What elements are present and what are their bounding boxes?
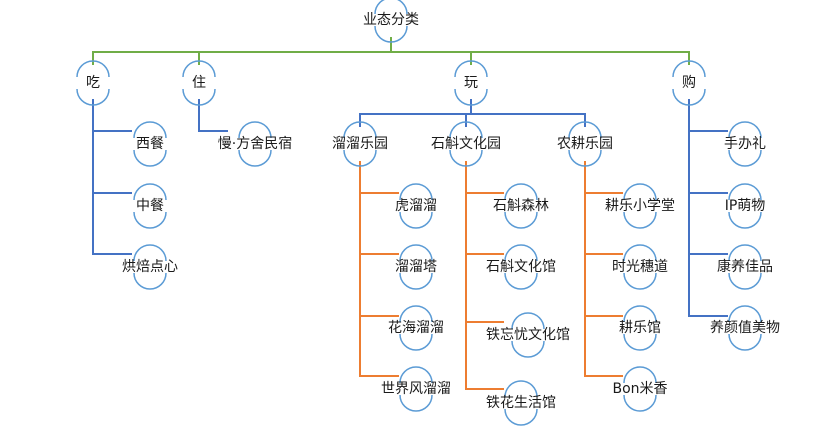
- node-liuliu-3: 花海溜溜: [388, 320, 444, 336]
- stay-child-0-arc-bottom: [238, 149, 272, 167]
- farm-leaf-3-arc-bottom: [623, 394, 657, 412]
- shop-child-3-arc-top: [728, 305, 762, 323]
- connector-lines: [92, 37, 728, 390]
- cat-0-arc-top: [76, 60, 110, 78]
- play-child-1-arc-top: [449, 121, 483, 139]
- shop-child-0-arc-bottom: [728, 149, 762, 167]
- node-shihu-3: 铁忘忧文化馆: [486, 327, 570, 343]
- liuliu-leaf-2-arc-top: [399, 305, 433, 323]
- node-play-farm-park: 农耕乐园: [557, 136, 613, 152]
- node-farm-1: 耕乐小学堂: [605, 198, 675, 214]
- shihu-leaf-0-arc-bottom: [504, 211, 538, 229]
- node-cat-shop: 购: [682, 75, 696, 91]
- liuliu-leaf-3-arc-bottom: [399, 394, 433, 412]
- play-child-2-arc-top: [568, 121, 602, 139]
- cat-3-arc-bottom: [672, 88, 706, 106]
- node-liuliu-1: 虎溜溜: [395, 198, 437, 214]
- shihu-leaf-2-arc-bottom: [511, 340, 545, 358]
- farm-leaf-2-arc-bottom: [623, 333, 657, 351]
- node-liuliu-4: 世界风溜溜: [381, 381, 451, 397]
- cat-1-arc-top: [182, 60, 216, 78]
- shihu-leaf-1-arc-bottom: [504, 272, 538, 290]
- node-play-liuliu-park: 溜溜乐园: [332, 136, 388, 152]
- eat-child-2-arc-bottom: [133, 272, 167, 290]
- node-farm-4: Bon米香: [612, 381, 668, 397]
- liuliu-leaf-3-arc-top: [399, 366, 433, 384]
- farm-leaf-0-arc-bottom: [623, 211, 657, 229]
- shop-child-1-arc-top: [728, 183, 762, 201]
- farm-leaf-3-arc-top: [623, 366, 657, 384]
- shihu-leaf-3-arc-top: [504, 380, 538, 398]
- farm-leaf-0-arc-top: [623, 183, 657, 201]
- node-cat-stay: 住: [192, 75, 206, 91]
- eat-child-0-arc-bottom: [133, 149, 167, 167]
- node-shop-2: IP萌物: [724, 198, 766, 214]
- shihu-leaf-3-arc-bottom: [504, 408, 538, 426]
- liuliu-leaf-1-arc-bottom: [399, 272, 433, 290]
- node-arcs: [76, 0, 762, 426]
- node-root: 业态分类: [363, 12, 419, 28]
- liuliu-leaf-0-arc-top: [399, 183, 433, 201]
- liuliu-leaf-0-arc-bottom: [399, 211, 433, 229]
- node-shop-1: 手办礼: [724, 136, 766, 152]
- node-shihu-4: 铁花生活馆: [486, 395, 556, 411]
- shop-child-3-arc-bottom: [728, 333, 762, 351]
- eat-child-0-arc-top: [133, 121, 167, 139]
- node-eat-bakery: 烘焙点心: [122, 259, 178, 275]
- liuliu-leaf-1-arc-top: [399, 244, 433, 262]
- play-child-0-arc-bottom: [343, 149, 377, 167]
- node-cat-eat: 吃: [86, 75, 100, 91]
- cat-2-arc-bottom: [454, 88, 488, 106]
- shop-child-2-arc-bottom: [728, 272, 762, 290]
- root-arc-top: [374, 0, 408, 15]
- root-arc-bottom: [374, 25, 408, 43]
- eat-child-2-arc-top: [133, 244, 167, 262]
- shihu-leaf-0-arc-top: [504, 183, 538, 201]
- node-play-shihu-park: 石斛文化园: [431, 136, 501, 152]
- node-shihu-1: 石斛森林: [493, 198, 549, 214]
- node-farm-3: 耕乐馆: [619, 320, 661, 336]
- shop-child-0-arc-top: [728, 121, 762, 139]
- play-child-0-arc-top: [343, 121, 377, 139]
- node-liuliu-2: 溜溜塔: [395, 259, 437, 275]
- cat-3-arc-top: [672, 60, 706, 78]
- cat-1-arc-bottom: [182, 88, 216, 106]
- shop-child-1-arc-bottom: [728, 211, 762, 229]
- cat-0-arc-bottom: [76, 88, 110, 106]
- farm-leaf-2-arc-top: [623, 305, 657, 323]
- play-child-2-arc-bottom: [568, 149, 602, 167]
- node-shihu-2: 石斛文化馆: [486, 259, 556, 275]
- shihu-leaf-2-arc-top: [511, 312, 545, 330]
- play-child-1-arc-bottom: [449, 149, 483, 167]
- stay-child-0-arc-top: [238, 121, 272, 139]
- liuliu-leaf-2-arc-bottom: [399, 333, 433, 351]
- node-shop-4: 养颜值美物: [710, 320, 780, 336]
- node-shop-3: 康养佳品: [717, 259, 773, 275]
- node-eat-western: 西餐: [136, 136, 164, 152]
- node-eat-chinese: 中餐: [136, 198, 164, 214]
- cat-2-arc-top: [454, 60, 488, 78]
- node-stay-homestay: 慢·方舍民宿: [217, 136, 293, 152]
- node-farm-2: 时光穗道: [612, 259, 668, 275]
- farm-leaf-1-arc-top: [623, 244, 657, 262]
- shop-child-2-arc-top: [728, 244, 762, 262]
- farm-leaf-1-arc-bottom: [623, 272, 657, 290]
- node-cat-play: 玩: [464, 75, 478, 91]
- eat-child-1-arc-bottom: [133, 211, 167, 229]
- shihu-leaf-1-arc-top: [504, 244, 538, 262]
- eat-child-1-arc-top: [133, 183, 167, 201]
